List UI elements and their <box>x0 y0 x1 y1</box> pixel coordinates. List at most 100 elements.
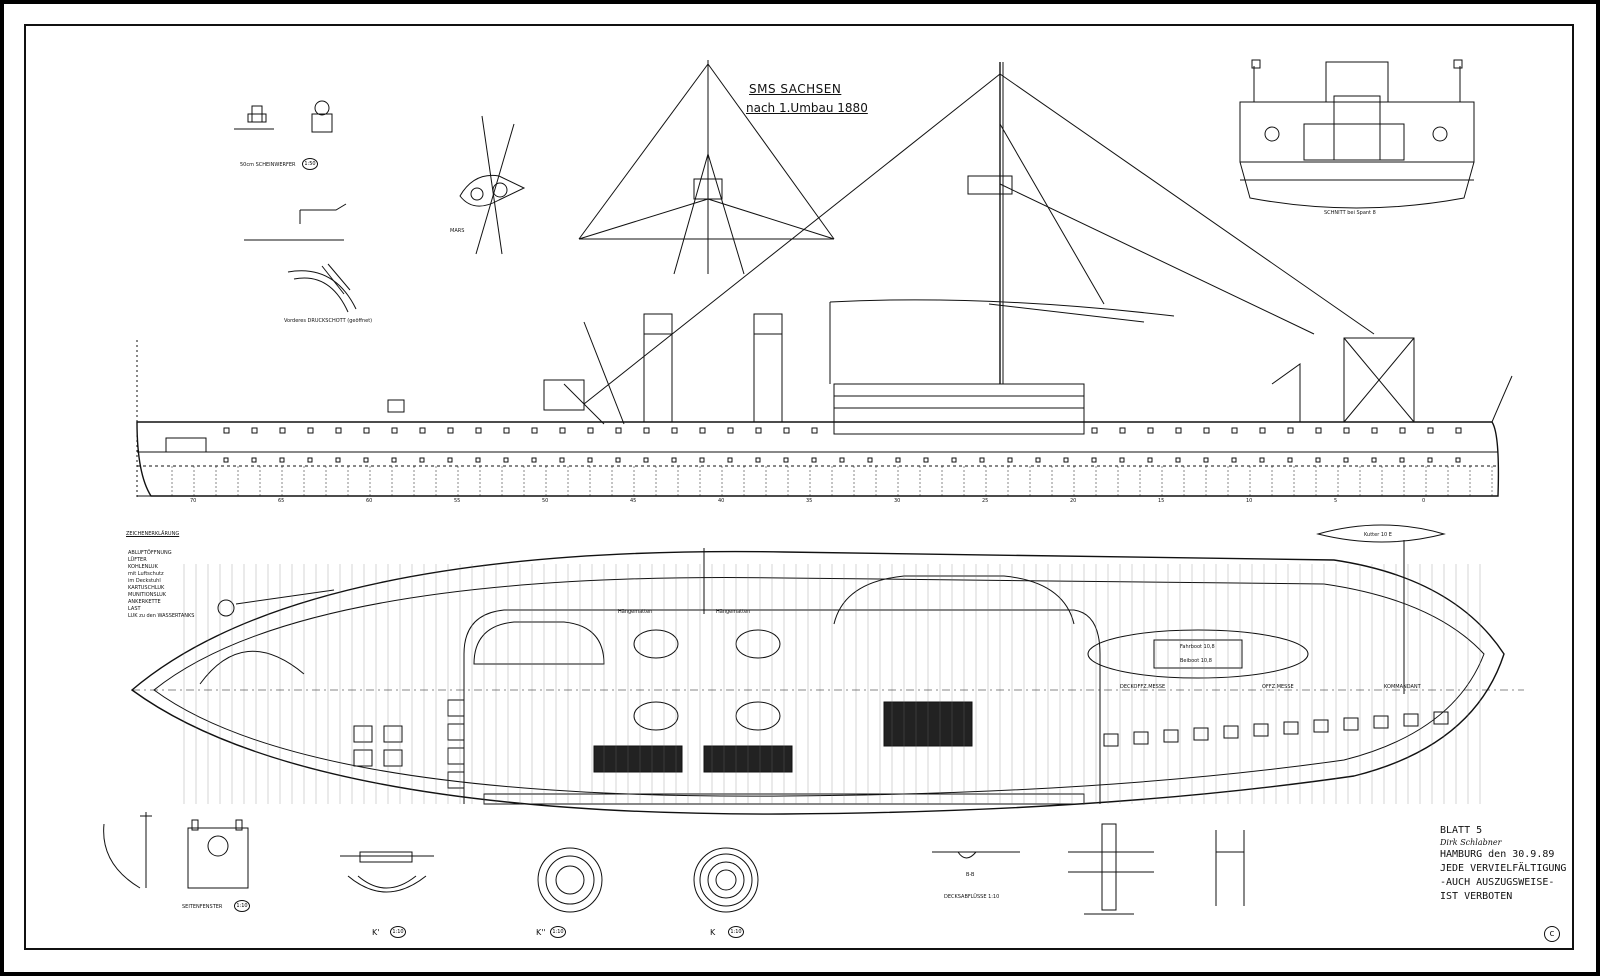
porthole <box>1287 457 1293 463</box>
drawing-sheet: SMS SACHSEN nach 1.Umbau 1880 50cm SCHEI… <box>4 4 1596 972</box>
porthole <box>755 427 762 434</box>
porthole <box>671 457 677 463</box>
frame-number: 65 <box>278 498 285 504</box>
frame-number: 10 <box>1246 498 1253 504</box>
porthole <box>1455 457 1461 463</box>
porthole <box>391 457 397 463</box>
frame-number: 40 <box>718 498 725 504</box>
cabin-box <box>1283 721 1299 735</box>
porthole <box>1343 427 1350 434</box>
cabin-box <box>1253 723 1269 737</box>
porthole <box>1427 427 1434 434</box>
hatch1-label: Hängematten <box>618 609 653 615</box>
bulkhead-detail <box>244 203 357 313</box>
porthole <box>1203 427 1210 434</box>
porthole <box>531 427 538 434</box>
bulkhead-label: Vorderes DRUCKSCHOTT (geöffnet) <box>284 318 373 324</box>
frame-number: 70 <box>190 498 197 504</box>
porthole <box>615 457 621 463</box>
porthole <box>671 427 678 434</box>
frame-number: 25 <box>982 498 989 504</box>
cabin-box <box>1313 719 1329 733</box>
porthole <box>1343 457 1349 463</box>
copy-notice-2: -AUCH AUSZUGSWEISE- <box>1440 877 1555 888</box>
porthole <box>1259 457 1265 463</box>
porthole <box>895 457 901 463</box>
legend-item: ABLUFTÖFFNUNG <box>128 550 172 556</box>
porthole <box>1231 427 1238 434</box>
porthole <box>1315 427 1322 434</box>
signature: Dirk Schlabner <box>1440 838 1502 847</box>
frame-number: 30 <box>894 498 901 504</box>
frame-number: 5 <box>1334 498 1338 504</box>
frame-number: 15 <box>1158 498 1165 504</box>
porthole <box>1119 427 1126 434</box>
drawing-subtitle: nach 1.Umbau 1880 <box>746 101 868 115</box>
porthole <box>559 427 566 434</box>
legend-item: im Deckstuhl <box>128 578 161 584</box>
legend-item: mit Luftschutz <box>128 571 164 577</box>
porthole <box>1119 457 1125 463</box>
porthole <box>363 457 369 463</box>
cabin-box <box>1373 715 1389 729</box>
frame-number: 50 <box>542 498 549 504</box>
porthole <box>335 427 342 434</box>
frame-number: 60 <box>366 498 373 504</box>
drawing-title: SMS SACHSEN <box>749 82 842 96</box>
legend-item: LAST <box>128 606 141 612</box>
searchlight-detail <box>234 100 333 133</box>
porthole <box>1203 457 1209 463</box>
porthole <box>587 457 593 463</box>
porthole <box>867 457 873 463</box>
porthole <box>643 427 650 434</box>
porthole <box>1175 457 1181 463</box>
porthole <box>335 457 341 463</box>
sheet-number: BLATT 5 <box>1440 825 1483 836</box>
porthole <box>699 427 706 434</box>
porthole <box>307 427 314 434</box>
porthole <box>783 427 790 434</box>
cabin-box <box>1403 713 1419 727</box>
porthole <box>727 457 733 463</box>
side-elevation <box>136 62 1513 500</box>
officers-mess-label: OFFZ.MESSE <box>1262 684 1294 690</box>
sheet-info-block: BLATT 5 Dirk Schlabner HAMBURG den 30.9.… <box>1440 824 1566 904</box>
boat2-label: Beiboot 10,8 <box>1180 658 1212 664</box>
legend-item: LÜFTER <box>128 557 147 563</box>
porthole <box>1175 427 1182 434</box>
frame-number: 20 <box>1070 498 1077 504</box>
cabin-box <box>1193 727 1209 741</box>
detail-k2-label: K'' <box>536 928 546 937</box>
porthole <box>447 457 453 463</box>
porthole <box>419 457 425 463</box>
cabin-box <box>1103 733 1119 747</box>
cross-section-view <box>1239 59 1475 209</box>
frame-number: 45 <box>630 498 637 504</box>
side-window-label: SEITENFENSTER <box>182 904 223 910</box>
porthole <box>1371 457 1377 463</box>
legend-item: KOHLENLUK <box>128 564 158 570</box>
porthole <box>811 457 817 463</box>
scale-badge-k: 1:10 <box>728 926 744 938</box>
porthole <box>839 457 845 463</box>
section-label: SCHNITT bei Spant 8 <box>1324 210 1376 216</box>
scale-badge-k2: 1:10 <box>550 926 566 938</box>
porthole <box>1287 427 1294 434</box>
porthole <box>587 427 594 434</box>
porthole <box>391 427 398 434</box>
boat1-label: Fahrboot 10,8 <box>1180 644 1215 650</box>
frame-number: 35 <box>806 498 813 504</box>
porthole <box>1091 457 1097 463</box>
porthole <box>811 427 818 434</box>
section-bb-label: B-B <box>966 872 975 878</box>
porthole <box>615 427 622 434</box>
cabin-box <box>1223 725 1239 739</box>
bottom-details <box>103 812 1245 915</box>
porthole <box>447 427 454 434</box>
porthole <box>279 427 286 434</box>
porthole <box>951 457 957 463</box>
porthole <box>699 457 705 463</box>
porthole <box>503 457 509 463</box>
frame-number: 55 <box>454 498 461 504</box>
porthole <box>251 457 257 463</box>
